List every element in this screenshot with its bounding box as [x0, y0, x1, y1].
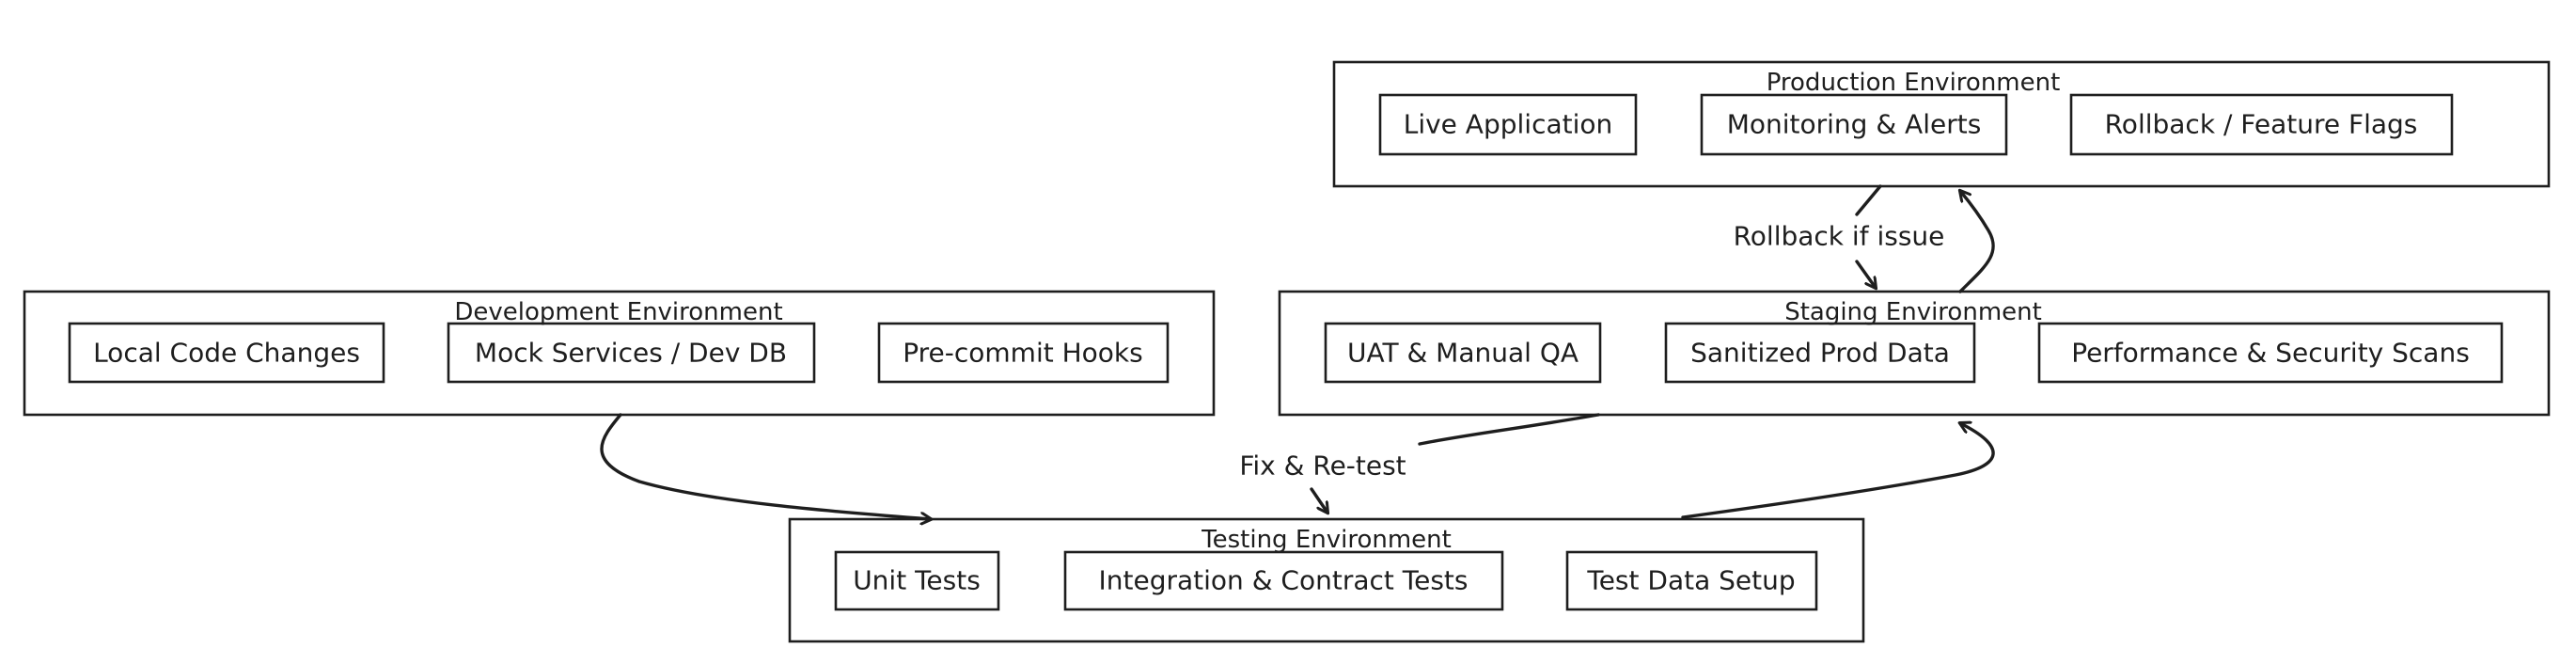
edge-development-to-testing [600, 413, 931, 519]
development-environment-title: Development Environment [454, 298, 782, 326]
edge-staging-to-testing-fix [1310, 413, 1600, 513]
testing-environment-title: Testing Environment [1201, 526, 1452, 554]
node-rollback-feature-flags: Rollback / Feature Flags [2069, 93, 2454, 156]
node-monitoring-alerts-label: Monitoring & Alerts [1727, 109, 1982, 140]
node-mock-services-dev-db: Mock Services / Dev DB [447, 322, 816, 384]
node-pre-commit-hooks-label: Pre-commit Hooks [903, 338, 1142, 369]
node-local-code-changes: Local Code Changes [68, 322, 385, 384]
node-live-application-label: Live Application [1404, 109, 1613, 140]
node-uat-manual-qa: UAT & Manual QA [1324, 322, 1602, 384]
edge-staging-to-production [1960, 191, 1995, 293]
edge-production-to-staging-rollback [1855, 184, 1882, 288]
node-local-code-changes-label: Local Code Changes [93, 338, 360, 369]
production-environment-frame: Production Environment [1332, 60, 2551, 188]
node-performance-security-scans-label: Performance & Security Scans [2071, 338, 2470, 369]
edge-label-fix-retest: Fix & Re-test [1239, 451, 1406, 482]
node-integration-contract-tests: Integration & Contract Tests [1063, 550, 1504, 611]
staging-environment-title: Staging Environment [1784, 298, 2042, 326]
node-live-application: Live Application [1378, 93, 1638, 156]
development-environment-frame: Development Environment [23, 290, 1216, 417]
staging-environment-frame: Staging Environment [1278, 290, 2551, 417]
node-mock-services-dev-db-label: Mock Services / Dev DB [475, 338, 787, 369]
node-performance-security-scans: Performance & Security Scans [2037, 322, 2504, 384]
edge-label-rollback: Rollback if issue [1734, 221, 1945, 252]
node-test-data-setup-label: Test Data Setup [1586, 565, 1795, 596]
edge-label-fix-retest-group: Fix & Re-test [1228, 448, 1418, 485]
node-unit-tests: Unit Tests [834, 550, 1000, 611]
node-pre-commit-hooks: Pre-commit Hooks [877, 322, 1170, 384]
edge-label-rollback-group: Rollback if issue [1730, 218, 1948, 256]
node-test-data-setup: Test Data Setup [1565, 550, 1818, 611]
production-environment-title: Production Environment [1767, 69, 2061, 97]
node-uat-manual-qa-label: UAT & Manual QA [1347, 338, 1579, 369]
node-sanitized-prod-data: Sanitized Prod Data [1664, 322, 1976, 384]
node-rollback-feature-flags-label: Rollback / Feature Flags [2105, 109, 2418, 140]
node-sanitized-prod-data-label: Sanitized Prod Data [1690, 338, 1950, 369]
edge-testing-to-staging [1681, 423, 1995, 519]
node-monitoring-alerts: Monitoring & Alerts [1700, 93, 2008, 156]
testing-environment-frame: Testing Environment [788, 517, 1865, 643]
node-unit-tests-label: Unit Tests [853, 565, 981, 596]
node-integration-contract-tests-label: Integration & Contract Tests [1099, 565, 1469, 596]
